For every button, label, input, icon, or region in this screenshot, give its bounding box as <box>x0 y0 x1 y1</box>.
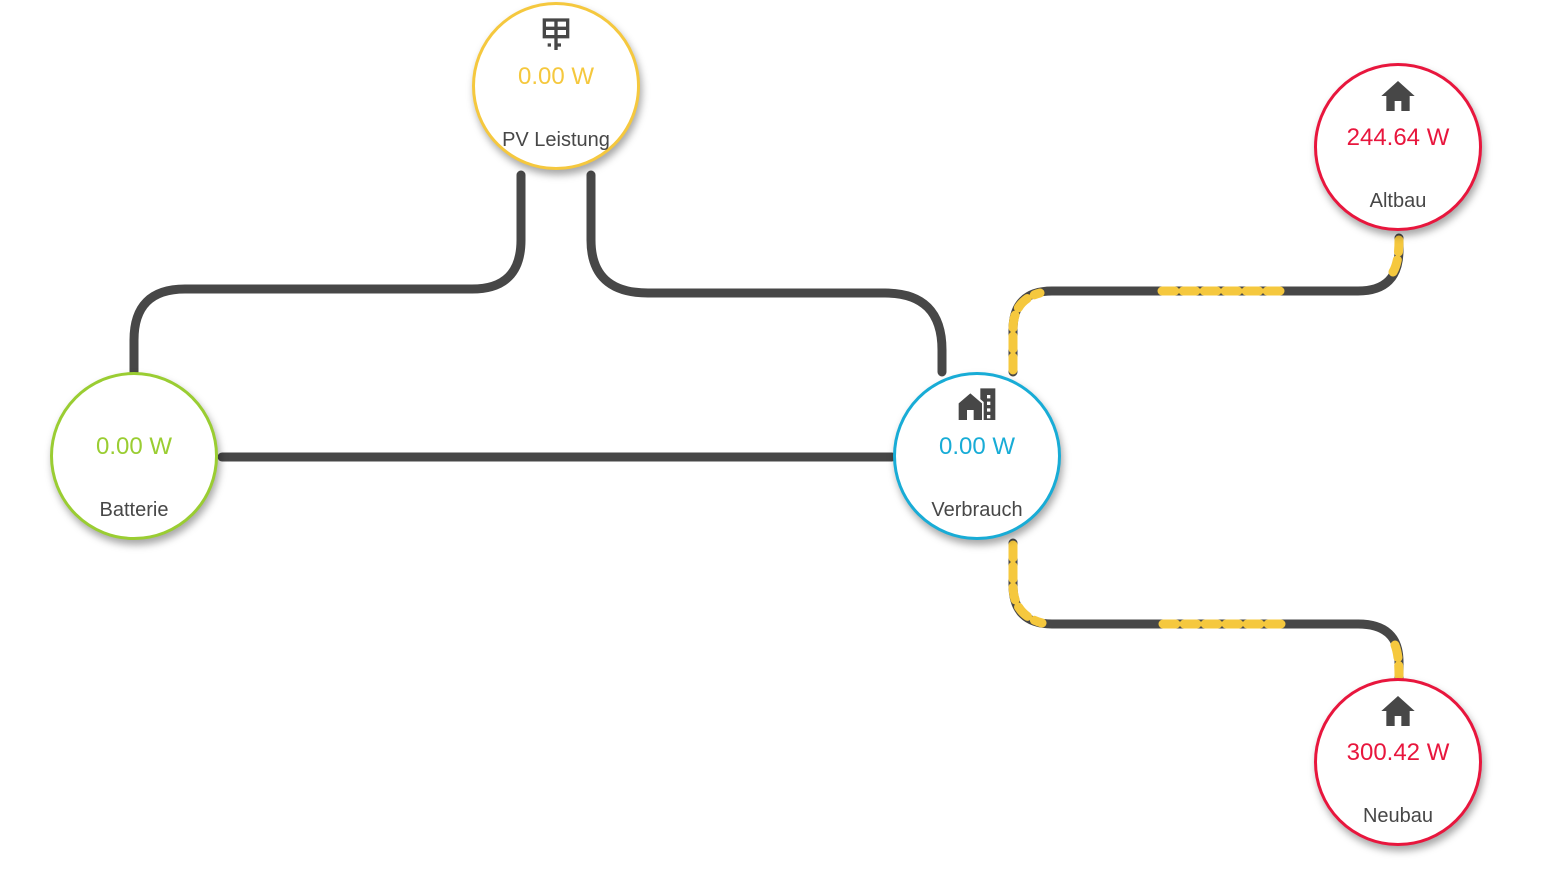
flow-dots-altbau-end <box>1388 235 1404 277</box>
consumption-node[interactable]: 0.00 W Verbrauch <box>893 372 1061 540</box>
neubau-power-value: 300.42 W <box>1346 739 1450 766</box>
flow-dots-neubau-vertical <box>1008 540 1047 628</box>
line-consumption-to-altbau <box>1008 233 1404 377</box>
neubau-node[interactable]: 300.42 W Neubau <box>1314 678 1482 846</box>
consumption-label: Verbrauch <box>931 499 1023 521</box>
flow-dots-neubau-end <box>1390 640 1404 681</box>
home-city-icon <box>957 385 997 425</box>
battery-node[interactable]: 0.00 W Batterie <box>50 372 218 540</box>
line-pv-to-battery <box>129 170 526 377</box>
altbau-power-value: 244.64 W <box>1346 124 1450 151</box>
flow-dots-altbau-vertical <box>1008 288 1045 375</box>
solar-panel-icon <box>536 15 576 55</box>
consumption-power-value: 0.00 W <box>938 433 1016 460</box>
pv-power-value: 0.00 W <box>517 63 595 90</box>
battery-power-value: 0.00 W <box>95 433 173 460</box>
pv-label: PV Leistung <box>502 129 610 151</box>
altbau-node[interactable]: 244.64 W Altbau <box>1314 63 1482 231</box>
line-pv-to-consumption <box>586 170 947 377</box>
battery-label: Batterie <box>99 499 169 521</box>
home-icon <box>1378 691 1418 731</box>
line-consumption-to-neubau <box>1008 538 1404 683</box>
pv-node[interactable]: 0.00 W PV Leistung <box>472 2 640 170</box>
altbau-label: Altbau <box>1369 190 1427 212</box>
neubau-label: Neubau <box>1362 805 1434 827</box>
home-icon <box>1378 76 1418 116</box>
